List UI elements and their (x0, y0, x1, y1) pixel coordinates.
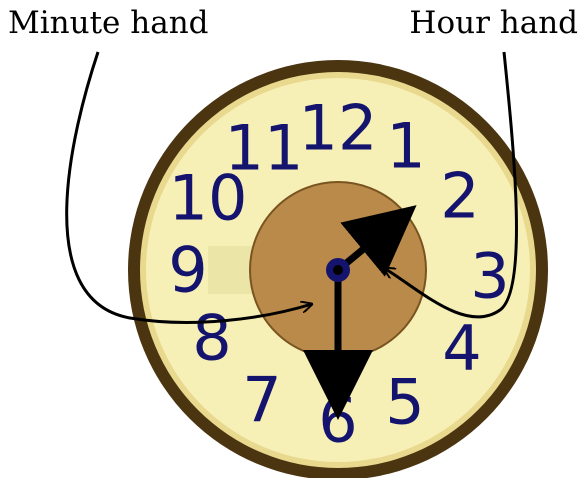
face-smudge (208, 246, 256, 294)
center-pin-dot (333, 265, 343, 275)
numeral-2: 2 (440, 160, 479, 233)
numeral-4: 4 (442, 312, 481, 385)
numeral-3: 3 (470, 240, 509, 313)
numeral-9: 9 (168, 234, 207, 307)
numeral-8: 8 (192, 302, 231, 375)
numeral-11: 11 (225, 112, 304, 185)
numeral-5: 5 (385, 366, 424, 439)
numeral-12: 12 (299, 92, 378, 165)
numeral-6: 6 (318, 384, 357, 457)
numeral-7: 7 (242, 364, 281, 437)
numeral-1: 1 (386, 110, 425, 183)
